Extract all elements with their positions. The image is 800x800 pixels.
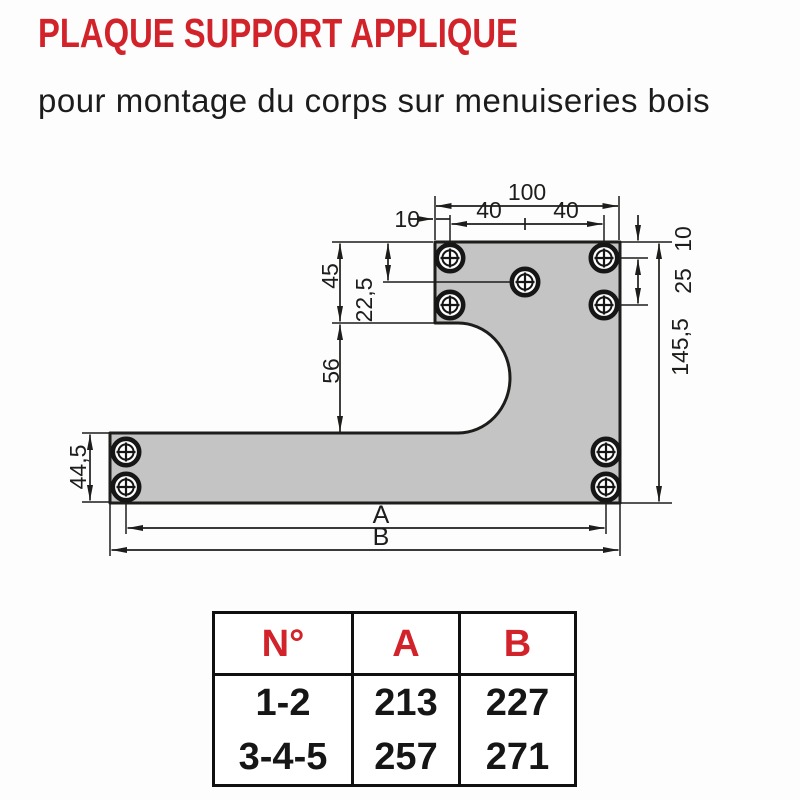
dim-label-25: 25 bbox=[670, 268, 696, 294]
dim-label-10-right: 10 bbox=[670, 226, 696, 252]
table-cell-n-row1: 1-2 bbox=[255, 682, 311, 724]
dim-label-a: A bbox=[373, 501, 390, 529]
dim-label-100: 100 bbox=[508, 179, 546, 205]
table-col-a: 213 257 bbox=[354, 676, 461, 784]
extension-lines bbox=[82, 196, 672, 556]
table-col-b: 227 271 bbox=[461, 676, 574, 784]
table-header-row: N° A B bbox=[215, 614, 574, 676]
size-table: N° A B 1-2 3-4-5 213 257 227 271 bbox=[212, 611, 577, 787]
table-header-b: B bbox=[503, 622, 532, 665]
table-header-a: A bbox=[354, 614, 461, 673]
page-title: PLAQUE SUPPORT APPLIQUE bbox=[38, 10, 518, 56]
plate-outline bbox=[108, 240, 622, 505]
dim-label-10-top: 10 bbox=[394, 206, 420, 232]
screw-hole bbox=[509, 266, 541, 298]
dim-label-145-5: 145,5 bbox=[667, 318, 693, 376]
table-cell-b-row2: 271 bbox=[485, 736, 550, 778]
dim-label-44-5: 44,5 bbox=[65, 445, 91, 490]
screw-hole bbox=[590, 471, 622, 503]
table-header-n: N° bbox=[215, 614, 354, 673]
dim-label-56: 56 bbox=[318, 358, 344, 384]
dim-label-40-left: 40 bbox=[476, 197, 502, 223]
dim-label-45: 45 bbox=[317, 263, 343, 289]
page-subtitle: pour montage du corps sur menuiseries bo… bbox=[38, 82, 711, 119]
table-cell-b-row1: 227 bbox=[485, 682, 550, 724]
screw-hole bbox=[588, 242, 620, 274]
dim-label-22-5: 22,5 bbox=[351, 278, 377, 323]
table-cell-n-row2: 3-4-5 bbox=[238, 736, 328, 778]
dim-label-b: B bbox=[373, 523, 390, 551]
screw-hole bbox=[434, 242, 466, 274]
screw-hole bbox=[110, 471, 142, 503]
screw-hole bbox=[434, 289, 466, 321]
screw-hole bbox=[588, 289, 620, 321]
table-col-n: 1-2 3-4-5 bbox=[215, 676, 354, 784]
table-body: 1-2 3-4-5 213 257 227 271 bbox=[215, 676, 574, 784]
dimension-lines bbox=[87, 203, 662, 553]
table-cell-a-row1: 213 bbox=[374, 682, 438, 724]
screw-hole bbox=[110, 436, 142, 468]
table-cell-a-row2: 257 bbox=[374, 736, 438, 778]
dim-label-40-right: 40 bbox=[553, 197, 579, 223]
screw-hole bbox=[590, 436, 622, 468]
